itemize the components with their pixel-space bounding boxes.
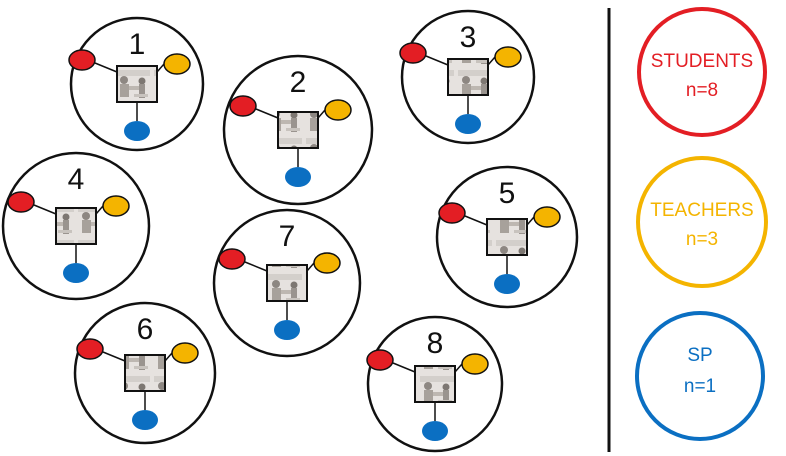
connector-line (244, 261, 268, 272)
student-node (399, 42, 427, 64)
group-number: 2 (290, 66, 307, 99)
video-thumbnail-image (55, 207, 97, 245)
sp-node (422, 421, 448, 441)
group-7: 7 (212, 208, 362, 358)
teacher-node (171, 342, 199, 364)
teacher-node (461, 353, 489, 375)
student-node (229, 95, 257, 117)
connector-line (164, 352, 173, 362)
group-number: 6 (137, 313, 154, 346)
student-node (76, 338, 104, 360)
group-number: 3 (460, 21, 477, 54)
group-4: 4 (1, 151, 151, 301)
connector-line (317, 109, 326, 119)
legend-teachers: TEACHERS n=3 (636, 156, 768, 288)
legend-students: STUDENTS n=8 (637, 7, 767, 137)
group-number: 1 (129, 28, 146, 61)
connector-line (95, 205, 104, 215)
teacher-node (102, 195, 130, 217)
teacher-node (494, 46, 522, 68)
connector-line (526, 216, 535, 226)
connector-line (156, 63, 165, 73)
connector-line (102, 351, 126, 362)
group-6: 6 (73, 301, 217, 445)
connector-line (425, 55, 449, 66)
video-thumbnail-image (414, 365, 456, 403)
group-number: 5 (499, 177, 516, 210)
legend-teachers-title: TEACHERS (650, 200, 753, 221)
video-thumbnail-image (116, 65, 158, 103)
group-2: 2 (222, 54, 374, 206)
connector-line (94, 62, 118, 73)
student-node (68, 49, 96, 71)
student-node (7, 191, 35, 213)
connector-line (33, 204, 57, 215)
connector-line (464, 215, 488, 226)
legend-students-title: STUDENTS (651, 51, 753, 72)
connector-line (392, 362, 416, 373)
video-thumbnail-image (266, 264, 308, 302)
sp-node (285, 167, 311, 187)
sp-node (494, 274, 520, 294)
legend-students-count: n=8 (686, 80, 718, 101)
legend-teachers-count: n=3 (686, 229, 718, 250)
sp-node (274, 320, 300, 340)
student-node (366, 349, 394, 371)
teacher-node (533, 206, 561, 228)
connector-line (454, 363, 463, 373)
video-thumbnail-image (277, 111, 319, 149)
sp-node (63, 263, 89, 283)
sp-node (132, 410, 158, 430)
legend-sp-count: n=1 (684, 376, 716, 397)
group-8: 8 (366, 315, 504, 453)
teacher-node (313, 252, 341, 274)
teacher-node (163, 53, 191, 75)
groups-layer: 1 2 3 4 5 6 7 8 (1, 9, 579, 453)
student-node (218, 248, 246, 270)
group-number: 8 (427, 327, 444, 360)
video-thumbnail-image (124, 354, 166, 392)
group-number: 4 (68, 163, 85, 196)
group-5: 5 (435, 165, 579, 309)
student-node (438, 202, 466, 224)
sp-node (124, 121, 150, 141)
connector-line (306, 262, 315, 272)
connector-line (255, 108, 279, 119)
video-thumbnail-image (486, 218, 528, 256)
group-3: 3 (399, 9, 536, 145)
video-thumbnail-image (447, 58, 489, 96)
legend: STUDENTS n=8 TEACHERS n=3 SP n=1 (635, 7, 768, 441)
legend-sp: SP n=1 (635, 311, 765, 441)
legend-sp-title: SP (687, 345, 712, 366)
teacher-node (324, 99, 352, 121)
connector-line (487, 56, 496, 66)
group-1: 1 (68, 16, 205, 152)
group-number: 7 (279, 220, 296, 253)
sp-node (455, 114, 481, 134)
